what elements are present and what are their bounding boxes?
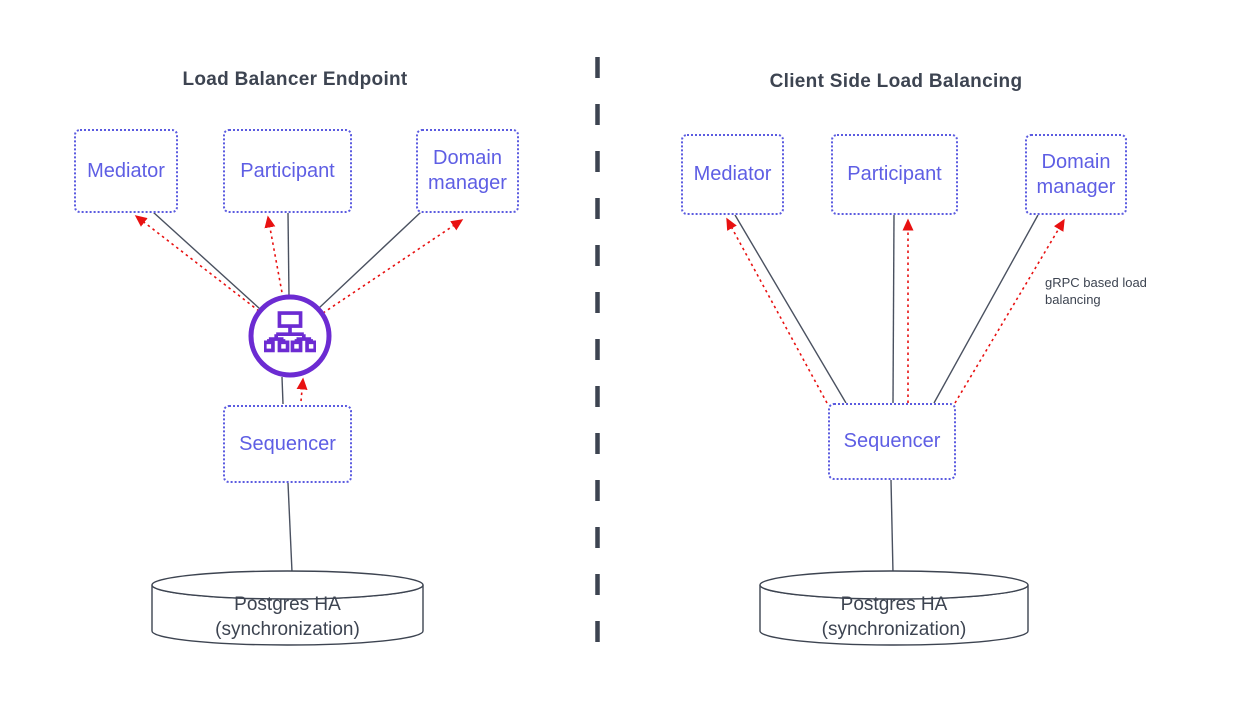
database-subtitle: (synchronization) <box>215 619 360 640</box>
node-label: Mediator <box>693 163 772 185</box>
left-mediator-node: Mediator <box>74 129 178 213</box>
left-domain-manager-node: Domain manager <box>416 129 519 213</box>
database-name: Postgres HA <box>840 594 948 615</box>
left-participant-node: Participant <box>223 129 352 213</box>
node-label: Participant <box>847 163 942 185</box>
left-database-cylinder <box>151 570 424 646</box>
right-participant-node: Participant <box>831 134 958 215</box>
right-panel-title: Client Side Load Balancing <box>769 71 1023 92</box>
right-domain-manager-node: Domain manager <box>1025 134 1127 215</box>
right-mediator-node: Mediator <box>681 134 784 215</box>
right-database-cylinder <box>759 570 1029 646</box>
database-name: Postgres HA <box>234 594 341 615</box>
left-solid-connectors <box>152 211 422 573</box>
left-sequencer-node: Sequencer <box>223 405 352 483</box>
node-label: Participant <box>240 159 335 182</box>
grpc-annotation: gRPC based load balancing <box>1045 275 1147 307</box>
node-label: Domain manager <box>428 147 507 194</box>
right-database-label: Postgres HA (synchronization) <box>760 592 1028 642</box>
left-panel-title: Load Balancer Endpoint <box>182 69 408 90</box>
right-sequencer-node: Sequencer <box>828 403 956 480</box>
right-red-arrows <box>726 217 1065 404</box>
right-solid-connectors <box>734 214 1039 574</box>
left-database-label: Postgres HA (synchronization) <box>152 592 423 642</box>
load-balancer-icon <box>264 311 316 353</box>
node-label: Domain manager <box>1036 150 1116 198</box>
node-label: Mediator <box>87 159 165 182</box>
database-subtitle: (synchronization) <box>821 619 967 640</box>
node-label: Sequencer <box>843 430 941 452</box>
load-balancer-node <box>248 294 332 378</box>
left-red-arrows <box>134 215 464 402</box>
node-label: Sequencer <box>239 432 336 455</box>
